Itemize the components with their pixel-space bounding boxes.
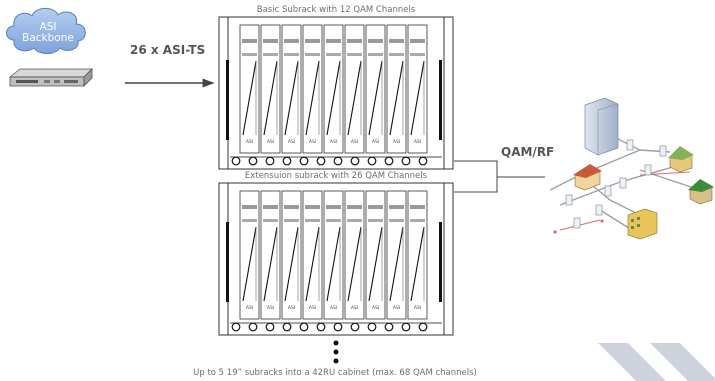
rf-port-icon	[248, 156, 258, 166]
asi-backbone-cloud	[6, 7, 86, 55]
apartment-building-icon	[627, 208, 658, 240]
decorative-chevrons	[598, 343, 715, 381]
subrack-basic: ASI ASI ASI ASI ASI ASI ASI ASI ASI	[218, 16, 454, 170]
rf-port-icon	[231, 156, 241, 166]
output-label: QAM/RF	[501, 145, 555, 159]
module-asi-label: ASI	[330, 139, 337, 145]
module-asi-label: ASI	[246, 139, 253, 145]
module-asi-label: ASI	[393, 139, 400, 145]
rack-module: ASI	[407, 24, 428, 154]
module-asi-label: ASI	[288, 305, 295, 311]
rack-module: ASI	[323, 24, 344, 154]
asi-source-device-icon	[9, 68, 93, 87]
cloud-label-line1: ASI	[39, 21, 57, 33]
rack-module: ASI	[260, 190, 281, 320]
rack-module: ASI	[365, 24, 386, 154]
rf-port-icon	[265, 322, 275, 332]
rack-module: ASI	[386, 190, 407, 320]
subrack-basic-connectors	[230, 156, 442, 166]
rack-module: ASI	[302, 24, 323, 154]
rack-module: ASI	[260, 24, 281, 154]
rf-port-icon	[282, 322, 292, 332]
house-icon	[573, 164, 602, 191]
rf-port-icon	[350, 322, 360, 332]
rack-module: ASI	[407, 190, 428, 320]
rf-port-icon	[265, 156, 275, 166]
rf-port-icon	[316, 322, 326, 332]
module-asi-label: ASI	[372, 305, 379, 311]
rack-module: ASI	[344, 190, 365, 320]
footer-note: Up to 5 19” subracks into a 42RU cabinet…	[193, 368, 477, 378]
subrack-extension-modules: ASI ASI ASI ASI ASI ASI ASI ASI ASI	[239, 190, 428, 320]
module-asi-label: ASI	[351, 305, 358, 311]
cable-network-illustration	[549, 97, 714, 240]
cloud-label-line2: Backbone	[22, 32, 74, 44]
rack-module: ASI	[281, 24, 302, 154]
rf-port-icon	[282, 156, 292, 166]
rf-port-icon	[333, 156, 343, 166]
rf-port-icon	[401, 322, 411, 332]
rf-port-icon	[401, 156, 411, 166]
input-label: 26 x ASI-TS	[130, 43, 206, 57]
module-asi-label: ASI	[393, 305, 400, 311]
module-asi-label: ASI	[267, 305, 274, 311]
rf-port-icon	[367, 156, 377, 166]
rack-module: ASI	[323, 190, 344, 320]
rf-port-icon	[316, 156, 326, 166]
rf-port-icon	[350, 156, 360, 166]
rack-module: ASI	[281, 190, 302, 320]
rf-port-icon	[299, 156, 309, 166]
rf-port-icon	[299, 322, 309, 332]
rack-module: ASI	[344, 24, 365, 154]
module-asi-label: ASI	[414, 305, 421, 311]
house-icon	[668, 146, 694, 173]
subrack-basic-title: Basic Subrack with 12 QAM Channels	[256, 5, 416, 15]
subrack-extension-connectors	[230, 322, 442, 332]
continuation-dots	[333, 340, 339, 364]
module-asi-label: ASI	[372, 139, 379, 145]
rf-port-icon	[418, 156, 428, 166]
module-asi-label: ASI	[267, 139, 274, 145]
module-asi-label: ASI	[246, 305, 253, 311]
subrack-extension-title: Extensuion subrack with 26 QAM Channels	[244, 171, 428, 181]
rf-port-icon	[367, 322, 377, 332]
cloud-label: ASI Backbone	[10, 22, 86, 44]
rack-module: ASI	[239, 24, 260, 154]
rf-port-icon	[384, 322, 394, 332]
module-asi-label: ASI	[351, 139, 358, 145]
module-asi-label: ASI	[309, 139, 316, 145]
rf-output-connector	[454, 160, 545, 193]
rack-module: ASI	[386, 24, 407, 154]
rf-port-icon	[333, 322, 343, 332]
subrack-basic-modules: ASI ASI ASI ASI ASI ASI ASI ASI ASI	[239, 24, 428, 154]
module-asi-label: ASI	[414, 139, 421, 145]
rack-module: ASI	[302, 190, 323, 320]
rack-module: ASI	[239, 190, 260, 320]
module-asi-label: ASI	[288, 139, 295, 145]
module-asi-label: ASI	[330, 305, 337, 311]
rack-module: ASI	[365, 190, 386, 320]
rf-port-icon	[418, 322, 428, 332]
office-building-icon	[584, 97, 619, 156]
module-asi-label: ASI	[309, 305, 316, 311]
rf-port-icon	[231, 322, 241, 332]
subrack-extension: ASI ASI ASI ASI ASI ASI ASI ASI ASI	[218, 182, 454, 336]
rf-port-icon	[248, 322, 258, 332]
rf-port-icon	[384, 156, 394, 166]
house-icon	[688, 179, 714, 205]
